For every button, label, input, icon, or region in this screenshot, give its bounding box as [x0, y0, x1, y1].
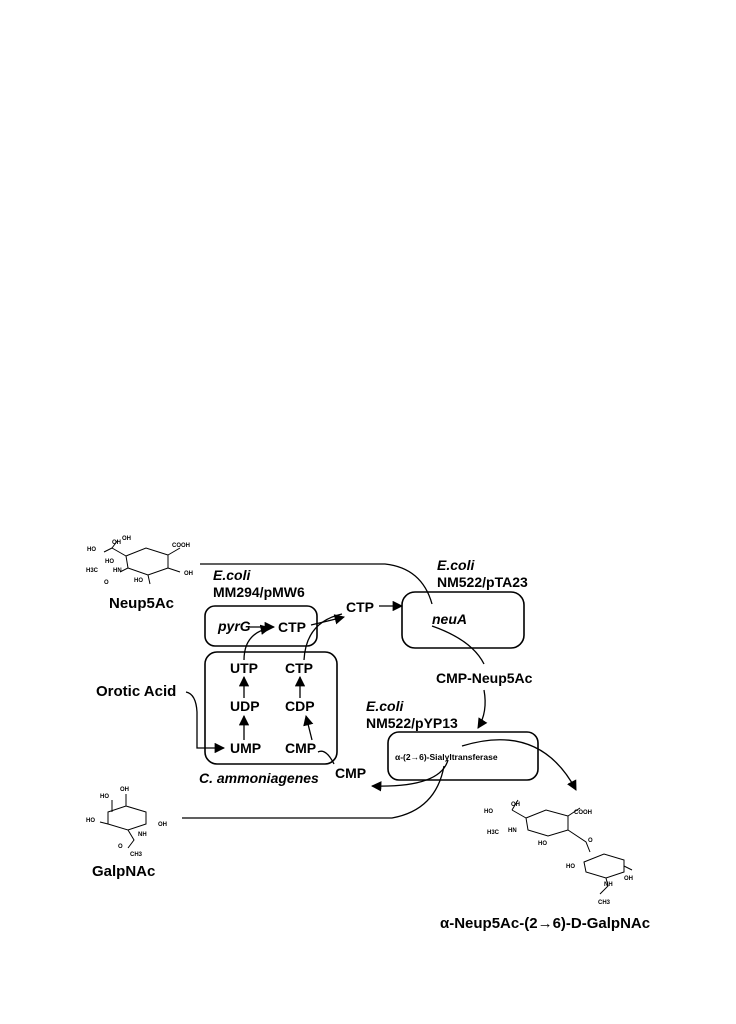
product-structure: HO OH COOH H3C HN HO O HO OH NH CH3	[484, 799, 633, 906]
ump-label: UMP	[230, 740, 261, 756]
product-label: α-Neup5Ac-(2→6)-D-GalpNAc	[440, 915, 650, 932]
product-atom-hn: HN	[508, 828, 517, 834]
product-atom-o: O	[588, 838, 593, 844]
ctp-pyrg-label: CTP	[278, 619, 306, 635]
galnac-atom-oh2: OH	[158, 822, 167, 828]
product-atom-cooh: COOH	[574, 810, 592, 816]
cdp-label: CDP	[285, 698, 315, 714]
neua-label: neuA	[432, 611, 467, 627]
galnac-atom-ch3: CH3	[130, 852, 143, 858]
orotic-acid-to-ump-arrow	[185, 691, 226, 754]
galnac-atom-nh: NH	[138, 832, 147, 838]
neu5ac-atom-cooh: COOH	[172, 543, 190, 549]
galnac-atom-ho1: HO	[100, 794, 109, 800]
ctp-box-label: CTP	[285, 660, 313, 676]
galnac-atom-ho2: HO	[86, 818, 95, 824]
product-atom-ch3: CH3	[598, 900, 611, 906]
sialyltransferase-box	[387, 731, 539, 781]
neu5ac-structure: HO OH OH HO COOH H3C HN OH HO O	[86, 536, 193, 586]
product-atom-nh: NH	[604, 882, 613, 888]
cmp-out-to-c-ammoniagenes-line	[317, 750, 335, 765]
strain-ecoli-mm294-plasmid: MM294/pMW6	[213, 584, 305, 600]
cmp-to-cdp-arrow	[303, 714, 314, 741]
sialyl-to-product-arrow	[461, 739, 577, 791]
product-atom-oh2: OH	[624, 876, 633, 882]
neu5ac-label: Neup5Ac	[109, 595, 174, 612]
galnac-to-sialyl-arrow	[182, 765, 445, 819]
product-atom-ho1: HO	[484, 809, 493, 815]
utp-label: UTP	[230, 660, 258, 676]
cmp-neu5ac-to-sialyl-arrow	[477, 689, 488, 729]
neu5ac-atom-oh3: OH	[184, 571, 193, 577]
strain-ecoli-pyp13-plasmid: NM522/pYP13	[366, 715, 458, 731]
sialyltransferase-label: α-(2→6)-Sialyltransferase	[395, 752, 498, 762]
neu5ac-atom-ho3: HO	[134, 578, 143, 584]
neu5ac-atom-ho: HO	[87, 547, 96, 553]
product-atom-oh1: OH	[511, 802, 520, 808]
neu5ac-atom-ho2: HO	[105, 559, 114, 565]
galnac-atom-oh1: OH	[120, 787, 129, 793]
neu5ac-atom-o: O	[104, 580, 109, 586]
ctp-free-label: CTP	[346, 599, 374, 615]
strain-ecoli-pyp13-name: E.coli	[366, 698, 404, 714]
c-ammoniagenes-box	[204, 651, 338, 765]
neu5ac-to-neua-arrow	[200, 563, 433, 605]
neu5ac-atom-oh2: OH	[122, 536, 131, 542]
galnac-structure: HO OH HO NH OH O CH3	[86, 787, 167, 858]
strain-ecoli-pta23-name: E.coli	[437, 557, 475, 573]
galnac-atom-o: O	[118, 844, 123, 850]
neua-box	[401, 591, 525, 649]
cmp-out-label: CMP	[335, 765, 366, 781]
product-atom-ho3: HO	[566, 864, 575, 870]
product-atom-h3c: H3C	[487, 830, 500, 836]
pyrg-label: pyrG	[217, 618, 251, 634]
udp-label: UDP	[230, 698, 260, 714]
orotic-acid-label: Orotic Acid	[96, 683, 176, 700]
sialyl-to-cmp-arrow	[370, 759, 449, 792]
ctp-pyrg-to-ctp-arrow	[310, 614, 346, 626]
ctp-box-to-ctp-arrow	[303, 613, 343, 661]
galnac-label: GalpNAc	[92, 863, 155, 880]
strain-ecoli-pta23-plasmid: NM522/pTA23	[437, 574, 528, 590]
strain-ecoli-mm294-name: E.coli	[213, 567, 251, 583]
cmp-box-label: CMP	[285, 740, 316, 756]
neua-to-cmp-neu5ac-line	[431, 625, 485, 665]
neu5ac-atom-oh1: OH	[112, 540, 121, 546]
utp-to-ctp-pyrg-arrow	[243, 624, 272, 661]
c-ammoniagenes-label: C. ammoniagenes	[199, 770, 319, 786]
cmp-neu5ac-label: CMP-Neup5Ac	[436, 670, 533, 686]
product-atom-ho2: HO	[538, 841, 547, 847]
neu5ac-atom-hn: HN	[113, 568, 122, 574]
neu5ac-atom-h3c: H3C	[86, 568, 99, 574]
